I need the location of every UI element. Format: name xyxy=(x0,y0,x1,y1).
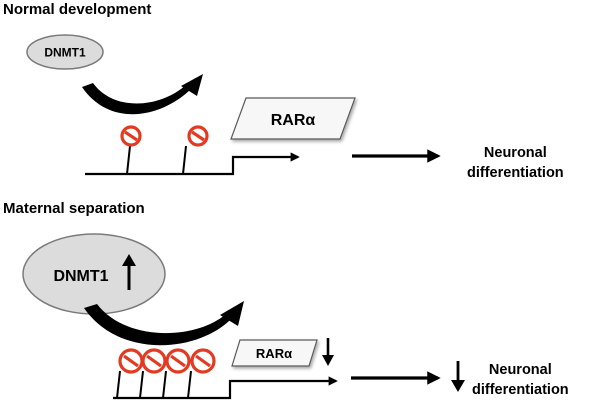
up-arrow-icon xyxy=(122,254,136,290)
outcome-line-1: Neuronal xyxy=(483,145,547,161)
outcome-label-maternal: Neuronal differentiation xyxy=(472,360,569,400)
rar-alpha-box xyxy=(231,339,318,367)
methyl-mark xyxy=(116,348,144,399)
panel-normal-development: DNMT1 RARα xyxy=(26,34,441,176)
methyl-mark xyxy=(187,348,216,399)
dnmt1-ellipse xyxy=(26,34,104,70)
panel-title-normal-development: Normal development xyxy=(3,1,152,18)
panel-maternal-separation: DNMT1 RARα xyxy=(22,233,465,400)
rar-alpha-shape xyxy=(230,97,356,140)
outcome-label-normal: Neuronal differentiation xyxy=(467,143,564,183)
methyl-mark xyxy=(162,348,191,399)
panel-title-maternal-separation: Maternal separation xyxy=(3,200,145,217)
down-arrow-icon xyxy=(322,338,334,366)
down-arrow-icon xyxy=(451,361,465,392)
outcome-line-2: differentiation xyxy=(467,165,564,181)
gene-promoter-line xyxy=(113,376,338,400)
methyl-mark xyxy=(120,125,142,175)
methyl-mark xyxy=(139,348,167,399)
rar-alpha-box xyxy=(230,97,356,140)
methylation-curved-arrow xyxy=(84,301,244,346)
outcome-line-1: Neuronal xyxy=(488,362,552,378)
dnmt1-node: DNMT1 xyxy=(26,34,104,70)
methylation-curved-arrow xyxy=(82,74,203,115)
methyl-mark xyxy=(182,125,209,175)
rar-alpha-label: RARα xyxy=(271,112,316,129)
rar-alpha-label: RARα xyxy=(256,346,292,361)
dnmt1-label: DNMT1 xyxy=(44,46,86,60)
dnmt1-node: DNMT1 xyxy=(22,233,166,315)
rar-alpha-shape xyxy=(231,339,318,367)
dnmt1-label: DNMT1 xyxy=(53,268,108,285)
outcome-line-2: differentiation xyxy=(472,382,569,398)
gene-promoter-line xyxy=(85,152,300,176)
